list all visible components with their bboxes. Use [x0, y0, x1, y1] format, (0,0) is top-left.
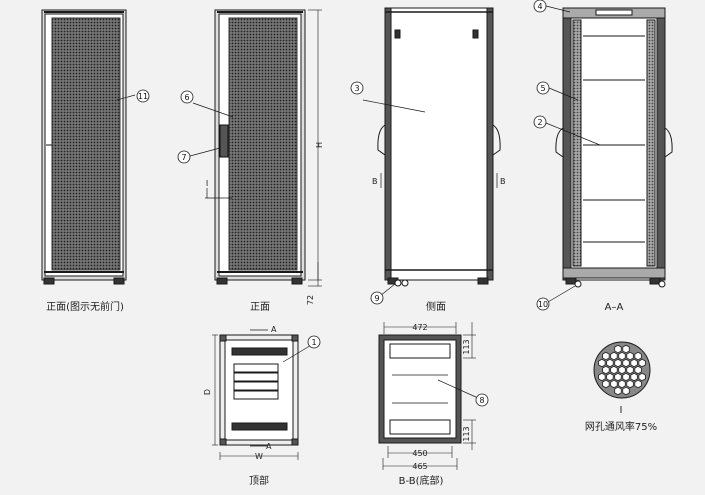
ventilation-caption: 网孔通风率75% — [585, 420, 657, 433]
title-top: 顶部 — [249, 474, 269, 487]
mesh-hole — [606, 358, 614, 368]
callout-6: 6 — [184, 93, 189, 102]
mesh-hole — [598, 358, 606, 368]
mesh-hole — [634, 365, 642, 375]
mesh-detail — [593, 341, 651, 399]
mesh-hole — [638, 358, 646, 368]
callout-10: 10 — [538, 300, 548, 309]
view-titles: 正面(图示无前门) 正面 侧面 A–A 顶部 B-B(底部) I 网孔通风率75… — [46, 300, 657, 487]
view-section-aa — [545, 5, 673, 303]
callout-8-circle — [475, 393, 489, 407]
title-bottom: B-B(底部) — [399, 474, 444, 487]
mesh-hole — [634, 351, 642, 361]
callout-1-circle — [307, 335, 321, 349]
callout-11-circle — [136, 89, 150, 103]
mesh-hole — [622, 358, 630, 368]
callouts — [136, 0, 550, 407]
dim-472: 472 — [412, 323, 427, 332]
dim-base: 72 — [306, 295, 315, 305]
callout-5-circle — [536, 81, 550, 95]
callout-1: 1 — [311, 338, 316, 347]
title-front: 正面 — [250, 302, 270, 313]
mesh-hole — [630, 358, 638, 368]
mesh-hole — [602, 379, 610, 389]
mesh-hole — [606, 372, 614, 382]
dim-depth: D — [203, 389, 212, 395]
section-b-right: B — [500, 177, 506, 186]
callout-3-circle — [350, 81, 364, 95]
mesh-hole — [614, 372, 622, 382]
mesh-hole — [622, 372, 630, 382]
callout-7: 7 — [181, 153, 186, 162]
dim-113-bottom: 113 — [462, 426, 471, 441]
mesh-hole — [630, 372, 638, 382]
mesh-hole — [618, 379, 626, 389]
callout-11: 11 — [138, 92, 148, 101]
mesh-hole — [626, 379, 634, 389]
dim-450: 450 — [412, 449, 427, 458]
title-section-aa: A–A — [605, 302, 624, 313]
callout-6-circle — [180, 90, 194, 104]
dim-height: H — [315, 142, 324, 148]
mesh-hole — [610, 365, 618, 375]
section-a-top: A — [271, 325, 277, 334]
callout-4-circle — [533, 0, 547, 13]
title-front-no-door: 正面(图示无前门) — [46, 300, 124, 313]
dim-465: 465 — [412, 462, 427, 471]
callout-10-circle — [536, 297, 550, 311]
callout-5: 5 — [540, 84, 545, 93]
callout-2: 2 — [537, 118, 542, 127]
mesh-hole — [634, 379, 642, 389]
mesh-hole — [626, 365, 634, 375]
view-bottom — [378, 322, 479, 470]
mesh-hole — [638, 372, 646, 382]
dim-width: W — [255, 452, 263, 461]
view-top — [212, 329, 314, 460]
detail-ref-front: I — [206, 179, 208, 188]
callout-8: 8 — [479, 396, 484, 405]
mesh-hole — [622, 344, 630, 354]
view-side — [362, 7, 501, 297]
view-front-no-door — [41, 9, 136, 285]
mesh-hole — [614, 386, 622, 396]
mesh-hole — [614, 344, 622, 354]
section-a-bottom: A — [266, 442, 272, 451]
mesh-hole — [626, 351, 634, 361]
mesh-hole — [610, 351, 618, 361]
mesh-hole — [618, 351, 626, 361]
mesh-hole — [610, 379, 618, 389]
callout-7-circle — [177, 150, 191, 164]
callout-9: 9 — [374, 294, 379, 303]
mesh-hole — [618, 365, 626, 375]
dimension-labels: H 72 I B B D W A A 472 450 465 113 113 — [203, 142, 506, 471]
mesh-hole — [602, 365, 610, 375]
callout-9-circle — [370, 291, 384, 305]
callout-2-circle — [533, 115, 547, 129]
callout-numbers: 11 6 7 3 9 4 5 2 10 1 8 — [138, 2, 548, 405]
callout-4: 4 — [537, 2, 542, 11]
mesh-detail-label: I — [620, 405, 623, 416]
title-side: 侧面 — [426, 300, 446, 313]
mesh-hole — [598, 372, 606, 382]
mesh-hole — [622, 386, 630, 396]
callout-3: 3 — [354, 84, 359, 93]
dim-113-top: 113 — [462, 339, 471, 354]
view-front — [189, 9, 322, 287]
mesh-hole — [602, 351, 610, 361]
mesh-hole — [614, 358, 622, 368]
section-b-left: B — [372, 177, 378, 186]
